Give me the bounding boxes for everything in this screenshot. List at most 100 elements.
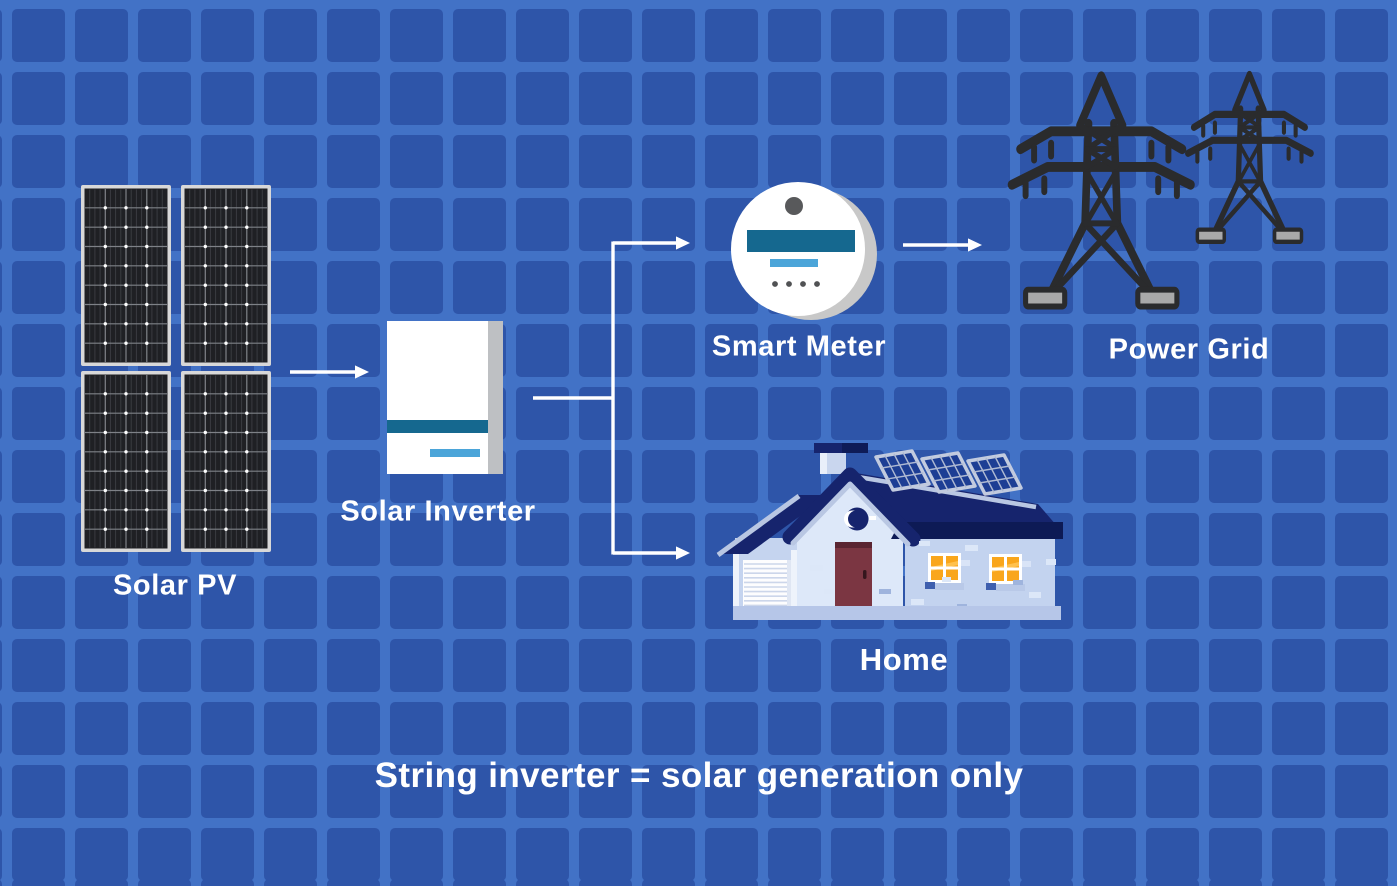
grid-square: [957, 765, 1010, 818]
power-grid-icon: [1000, 58, 1330, 316]
grid-square: [1020, 879, 1073, 886]
grid-square: [768, 765, 821, 818]
grid-square: [1020, 387, 1073, 440]
grid-square: [138, 135, 191, 188]
grid-square: [1083, 828, 1136, 881]
grid-square: [1146, 879, 1199, 886]
grid-square: [0, 828, 2, 881]
grid-square: [831, 702, 884, 755]
grid-square: [831, 639, 884, 692]
grid-square: [516, 513, 569, 566]
grid-square: [12, 387, 65, 440]
grid-square: [75, 639, 128, 692]
grid-square: [264, 576, 317, 629]
grid-square: [957, 387, 1010, 440]
grid-square: [1209, 450, 1262, 503]
house-base: [733, 606, 1061, 620]
grid-square: [705, 450, 758, 503]
grid-square: [0, 198, 2, 251]
grid-square: [1335, 576, 1388, 629]
grid-square: [642, 828, 695, 881]
grid-square: [264, 9, 317, 62]
grid-square: [1209, 639, 1262, 692]
grid-square: [138, 576, 191, 629]
grid-square: [768, 387, 821, 440]
grid-square: [1146, 576, 1199, 629]
grid-square: [1083, 387, 1136, 440]
grid-square: [1020, 9, 1073, 62]
grid-square: [957, 261, 1010, 314]
grid-square: [642, 324, 695, 377]
grid-square: [1146, 387, 1199, 440]
grid-square: [894, 828, 947, 881]
grid-square: [516, 9, 569, 62]
grid-square: [201, 702, 254, 755]
grid-square: [12, 198, 65, 251]
grid-square: [1335, 9, 1388, 62]
grid-square: [579, 879, 632, 886]
grid-square: [768, 72, 821, 125]
grid-square: [12, 261, 65, 314]
grid-square: [957, 702, 1010, 755]
grid-square: [516, 387, 569, 440]
grid-square: [579, 135, 632, 188]
grid-square: [516, 828, 569, 881]
grid-square: [768, 135, 821, 188]
grid-square: [705, 765, 758, 818]
grid-square: [0, 387, 2, 440]
grid-square: [642, 9, 695, 62]
window: [986, 554, 1031, 591]
grid-square: [327, 198, 380, 251]
grid-square: [264, 765, 317, 818]
grid-square: [75, 765, 128, 818]
grid-square: [957, 879, 1010, 886]
grid-square: [516, 135, 569, 188]
grid-square: [264, 135, 317, 188]
grid-square: [201, 879, 254, 886]
grid-square: [327, 639, 380, 692]
grid-square: [0, 639, 2, 692]
grid-square: [201, 9, 254, 62]
grid-square: [453, 765, 506, 818]
grid-square: [1083, 324, 1136, 377]
grid-square: [264, 639, 317, 692]
roof-panel: [966, 453, 1023, 496]
transmission-tower-large: [1012, 76, 1191, 307]
grid-square: [1020, 765, 1073, 818]
grid-square: [75, 9, 128, 62]
arrowhead-smart-meter: [676, 236, 690, 250]
grid-square: [138, 639, 191, 692]
grid-square: [390, 261, 443, 314]
grid-square: [1209, 765, 1262, 818]
grid-square: [642, 450, 695, 503]
grid-square: [264, 324, 317, 377]
grid-square: [1272, 261, 1325, 314]
grid-square: [1335, 639, 1388, 692]
grid-square: [579, 387, 632, 440]
grid-square: [894, 198, 947, 251]
meter-display: [747, 230, 855, 252]
grid-square: [642, 135, 695, 188]
grid-square: [264, 261, 317, 314]
grid-square: [642, 576, 695, 629]
solar-inverter-icon: [387, 321, 503, 474]
grid-square: [201, 765, 254, 818]
grid-square: [642, 765, 695, 818]
grid-square: [1209, 702, 1262, 755]
grid-square: [453, 702, 506, 755]
grid-square: [1083, 9, 1136, 62]
grid-square: [1335, 828, 1388, 881]
grid-square: [1335, 135, 1388, 188]
pv-panel: [81, 371, 171, 552]
grid-square: [264, 879, 317, 886]
grid-square: [201, 639, 254, 692]
grid-square: [768, 702, 821, 755]
grid-square: [327, 261, 380, 314]
grid-square: [1020, 639, 1073, 692]
grid-square: [453, 513, 506, 566]
grid-square: [642, 639, 695, 692]
grid-square: [642, 513, 695, 566]
grid-square: [327, 135, 380, 188]
grid-square: [516, 324, 569, 377]
grid-square: [1272, 576, 1325, 629]
